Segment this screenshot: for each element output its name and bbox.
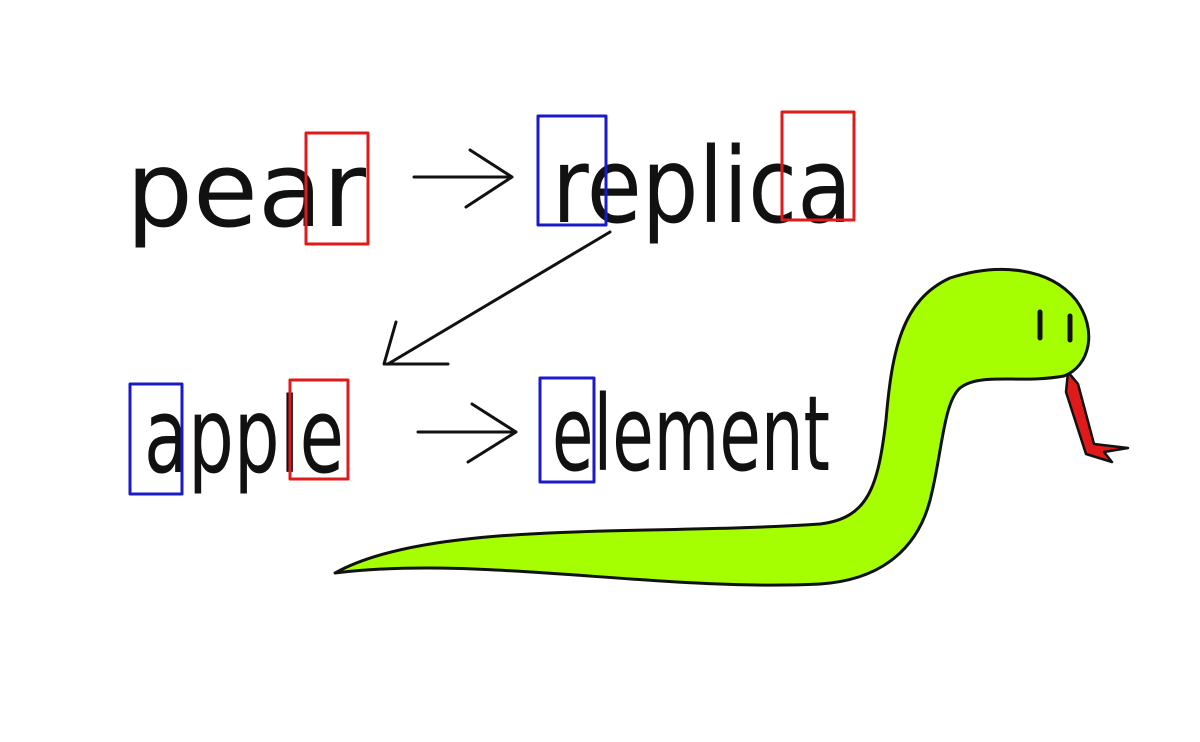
word-replica: replica <box>552 125 852 247</box>
last-letter-box-replica <box>780 110 856 222</box>
snake-body <box>333 268 1091 587</box>
arrow-replica-to-apple <box>382 230 612 366</box>
last-letter-box-pear <box>304 131 370 246</box>
first-letter-box-replica <box>536 114 608 227</box>
last-letter-box-apple <box>288 378 350 481</box>
first-letter-box-apple <box>128 382 184 496</box>
word-pear: pear <box>126 129 366 251</box>
word-element: element <box>552 373 830 495</box>
arrow-pear-to-replica <box>412 148 514 209</box>
first-letter-box-element <box>538 376 596 484</box>
arrow-apple-to-element <box>416 402 518 464</box>
snake-illustration <box>333 268 1130 587</box>
snake-tongue <box>1064 370 1130 464</box>
word-apple: apple <box>144 375 344 497</box>
